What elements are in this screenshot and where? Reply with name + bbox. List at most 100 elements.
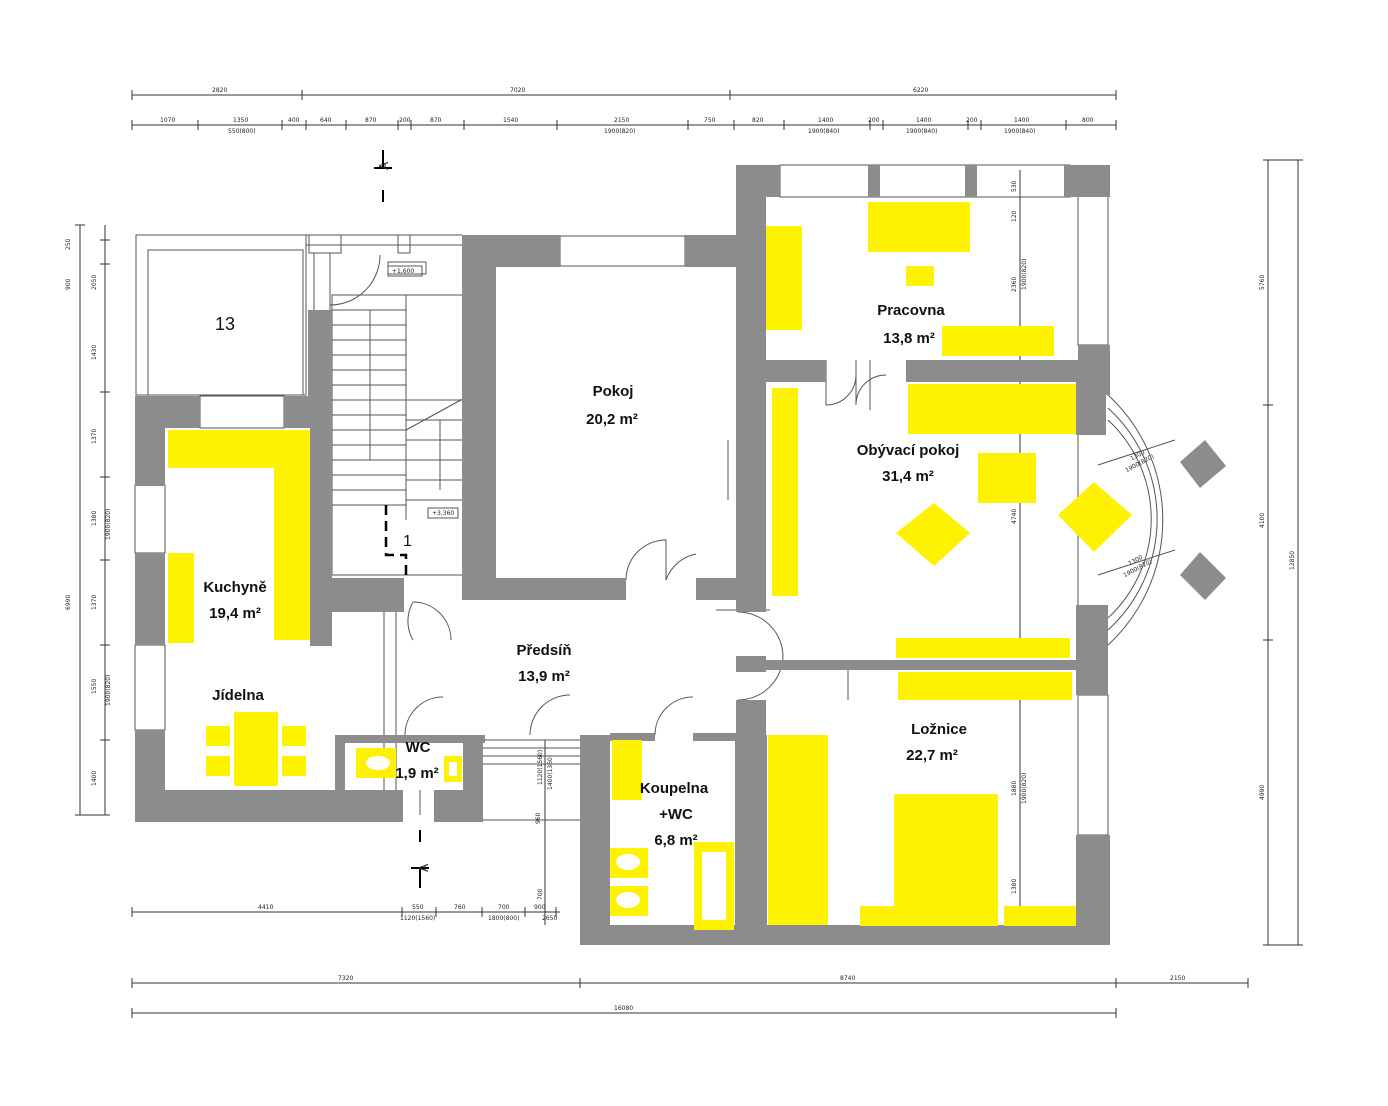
dim-inner: 1380: [1011, 879, 1018, 894]
dim-left: 250: [65, 238, 72, 250]
room-koupelna-name2: +WC: [659, 806, 693, 823]
toilet-bowl: [616, 854, 640, 870]
room-loznice-name: Ložnice: [911, 721, 967, 738]
dim-top2: 1350: [233, 117, 248, 124]
cabinet: [896, 638, 1070, 658]
dim-inner: 1880: [1011, 781, 1018, 796]
dim-top2: 750: [704, 117, 716, 124]
dim-top2-sub: 1900(820): [604, 128, 635, 135]
furniture: [168, 202, 1132, 930]
sink: [612, 740, 642, 800]
bed: [894, 794, 998, 926]
dining-table: [234, 712, 278, 786]
dim-top2: 1540: [503, 117, 518, 124]
dim-top2: 820: [752, 117, 764, 124]
dim-left: 6990: [65, 595, 72, 610]
room-koupelna-area: 6,8 m²: [654, 832, 697, 849]
dim-top2: 800: [1082, 117, 1094, 124]
dim-bottom2: 8740: [840, 975, 855, 982]
table: [978, 453, 1036, 503]
dining-chair: [206, 726, 230, 746]
dim-top2: 870: [365, 117, 377, 124]
dim-bottom-total: 16080: [614, 1005, 633, 1012]
sofa: [942, 326, 1054, 356]
dim-left: 1400: [91, 771, 98, 786]
level-upper: +1,600: [392, 268, 414, 275]
dim-bottom1: 4410: [258, 904, 273, 911]
dim-top2: 1400: [818, 117, 833, 124]
dim-inner: 1120(1560): [537, 750, 544, 785]
bidet-bowl: [616, 892, 640, 908]
dim-left: 1380: [91, 511, 98, 526]
dim-left: 1430: [91, 345, 98, 360]
stair-number: 1: [403, 533, 412, 550]
dim-right: 12850: [1289, 551, 1296, 570]
chair: [906, 266, 934, 286]
dim-top-1: 2820: [212, 87, 227, 94]
dimension-texts: 2820 7020 6220 1070 1350 400 640 870 200…: [65, 87, 1296, 1012]
section-markers: A A: [374, 150, 431, 888]
dim-inner: 2360: [1011, 277, 1018, 292]
room-loznice-area: 22,7 m²: [906, 747, 958, 764]
dim-inner: 4740: [1011, 509, 1018, 524]
dim-inner: 120: [1011, 210, 1018, 222]
dim-bottom1-sub: 2650: [542, 915, 557, 922]
bathtub-inner: [702, 852, 726, 920]
dim-top2: 870: [430, 117, 442, 124]
room-wc-area: 1,9 m²: [395, 765, 438, 782]
dim-top-3: 6220: [913, 87, 928, 94]
dim-bottom1: 700: [498, 904, 510, 911]
dim-top2: 640: [320, 117, 332, 124]
sofa: [908, 384, 1076, 434]
armchair: [1058, 482, 1132, 552]
room-predsin-name: Předsíň: [516, 642, 571, 659]
dimension-lines: [75, 90, 1303, 1018]
dim-left: 1900(820): [105, 675, 112, 706]
level-lower: +3,360: [432, 510, 454, 517]
dining-chair: [206, 756, 230, 776]
dim-inner: 960: [535, 812, 542, 824]
shelf: [766, 226, 802, 330]
desk: [868, 202, 970, 252]
room-pokoj-name: Pokoj: [593, 383, 634, 400]
dim-bottom1: 550: [412, 904, 424, 911]
dim-top-2: 7020: [510, 87, 525, 94]
dim-right: 4100: [1259, 513, 1266, 528]
dim-top2-sub: 550(800): [228, 128, 256, 135]
sink-basin: [449, 762, 457, 776]
dim-top2: 2150: [614, 117, 629, 124]
dim-left: 1900(820): [105, 509, 112, 540]
dim-bottom2: 2150: [1170, 975, 1185, 982]
section-label-bottom: A: [417, 863, 431, 872]
cabinet: [772, 388, 798, 596]
dim-bottom1-sub: 1120(1560): [400, 915, 435, 922]
dim-top2-sub: 1900(840): [808, 128, 839, 135]
dining-chair: [282, 756, 306, 776]
dim-top2: 1400: [1014, 117, 1029, 124]
dim-bottom1: 760: [454, 904, 466, 911]
nightstand: [860, 906, 896, 926]
dim-left: 1550: [91, 679, 98, 694]
dim-left: 1370: [91, 595, 98, 610]
room-pracovna-area: 13,8 m²: [883, 330, 935, 347]
dim-bottom1: 900: [534, 904, 546, 911]
nightstand: [1004, 906, 1076, 926]
dim-inner: 1900(820): [1021, 259, 1028, 290]
room-pracovna-name: Pracovna: [877, 302, 945, 319]
armchair: [896, 503, 970, 566]
dim-bottom1-sub: 1800(800): [488, 915, 519, 922]
dim-top2: 200: [966, 117, 978, 124]
terrace-number: 13: [215, 314, 235, 334]
kitchen-counter: [274, 468, 310, 640]
section-label-top: A: [377, 161, 391, 170]
room-koupelna-name: Koupelna: [640, 780, 709, 797]
dim-top2: 400: [288, 117, 300, 124]
dim-inner: 530: [1011, 180, 1018, 192]
dim-top2: 200: [399, 117, 411, 124]
room-kuchyne-area: 19,4 m²: [209, 605, 261, 622]
dim-right: 5760: [1259, 275, 1266, 290]
room-jidelna-name: Jídelna: [212, 687, 264, 704]
dim-top2: 200: [868, 117, 880, 124]
dining-chair: [282, 726, 306, 746]
